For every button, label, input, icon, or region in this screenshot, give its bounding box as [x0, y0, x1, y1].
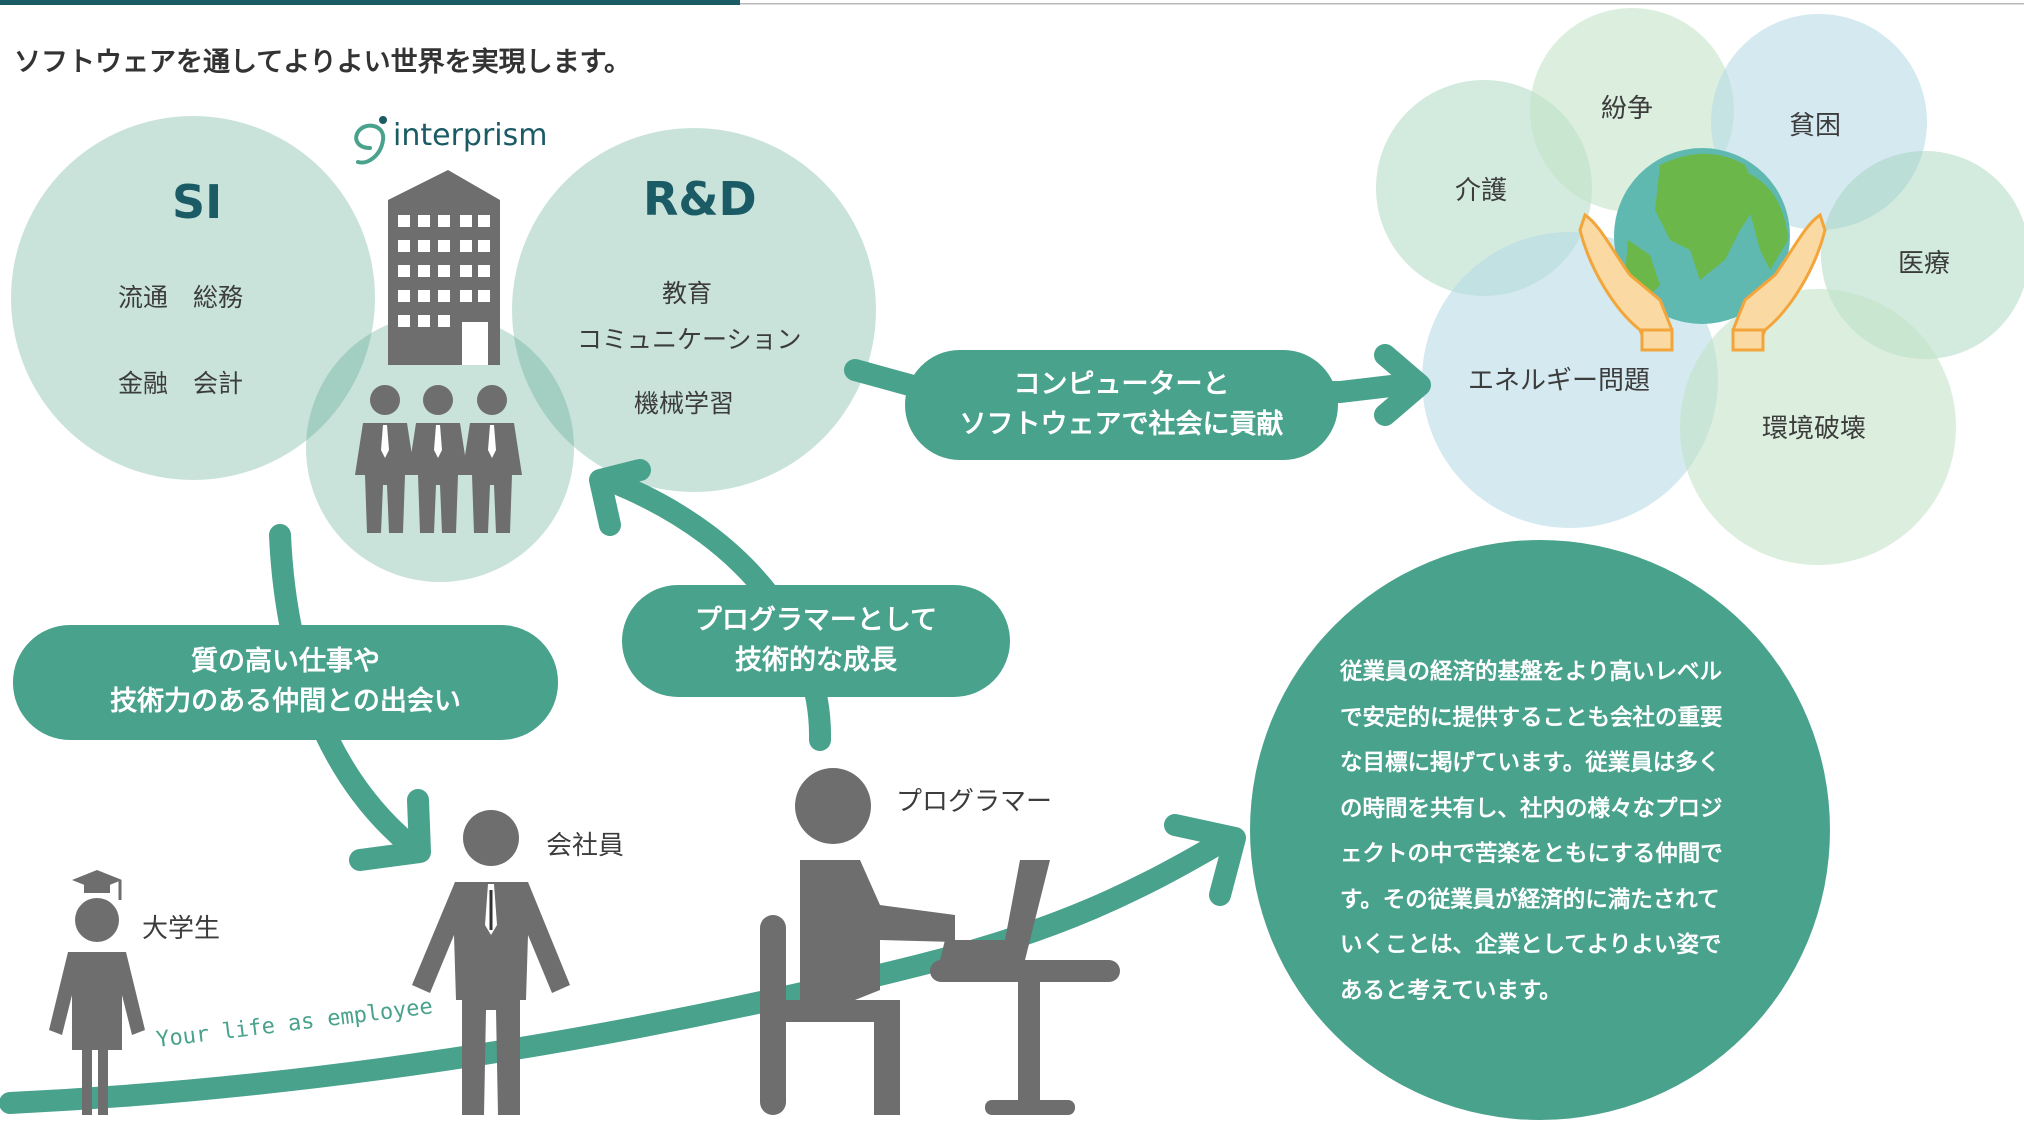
- rd-title: R&D: [643, 172, 757, 226]
- company-logo-text: interprism: [393, 118, 548, 153]
- programmer-label: プログラマー: [896, 787, 1053, 817]
- statement-circle: [1250, 540, 1830, 1120]
- contribution-label: コンピューターと ソフトウェアで社会に貢献: [905, 365, 1338, 445]
- si-item: 金融 会計: [118, 369, 244, 398]
- staff-group-icon: [355, 385, 522, 533]
- statement-text: 従業員の経済的基盤をより高いレベルで安定的に提供することも会社の重要な目標に掲げ…: [1340, 659, 1723, 1004]
- rd-item: 機械学習: [634, 389, 735, 418]
- growth-label: プログラマーとして 技術的な成長: [622, 601, 1010, 681]
- contribution-line: ソフトウェアで社会に貢献: [959, 409, 1284, 440]
- contribution-pill: [905, 350, 1338, 460]
- quality-line: 質の高い仕事や: [191, 646, 380, 677]
- student-label: 大学生: [142, 914, 221, 944]
- earth-hands-icon: [1578, 148, 1827, 352]
- issue-energy: エネルギー問題: [1468, 366, 1651, 396]
- rd-item: 教育: [662, 279, 713, 308]
- page-tagline: ソフトウェアを通してよりよい世界を実現します。: [14, 47, 631, 78]
- programmer-figure-icon: [760, 768, 1120, 1115]
- building-icon: [388, 170, 500, 365]
- spiral-logo-icon: [354, 116, 387, 165]
- si-circle: [11, 116, 375, 480]
- issue-care: 介護: [1455, 176, 1508, 206]
- issue-poverty: 貧困: [1789, 111, 1842, 141]
- rd-item: コミュニケーション: [577, 325, 802, 354]
- rd-circle: [512, 128, 876, 492]
- contribution-line: コンピューターと: [1013, 369, 1230, 400]
- employee-label: 会社員: [546, 831, 625, 861]
- header-rule: [740, 3, 2024, 5]
- employee-figure-icon: [412, 810, 570, 1115]
- growth-pill: [622, 585, 1010, 697]
- issue-environment: 環境破壊: [1762, 414, 1867, 444]
- growth-line: プログラマーとして: [694, 605, 938, 636]
- si-title: SI: [172, 175, 223, 229]
- growth-line: 技術的な成長: [735, 645, 897, 676]
- environment-circle: [1680, 289, 1956, 565]
- quality-line: 技術力のある仲間との出会い: [110, 686, 461, 717]
- issue-dispute: 紛争: [1601, 94, 1654, 124]
- si-item: 流通 総務: [118, 283, 244, 312]
- header-accent-bar: [0, 0, 740, 5]
- quality-label: 質の高い仕事や 技術力のある仲間との出会い: [13, 642, 558, 722]
- student-figure-icon: [49, 870, 145, 1115]
- quality-pill: [13, 625, 558, 740]
- issue-medical: 医療: [1898, 249, 1951, 279]
